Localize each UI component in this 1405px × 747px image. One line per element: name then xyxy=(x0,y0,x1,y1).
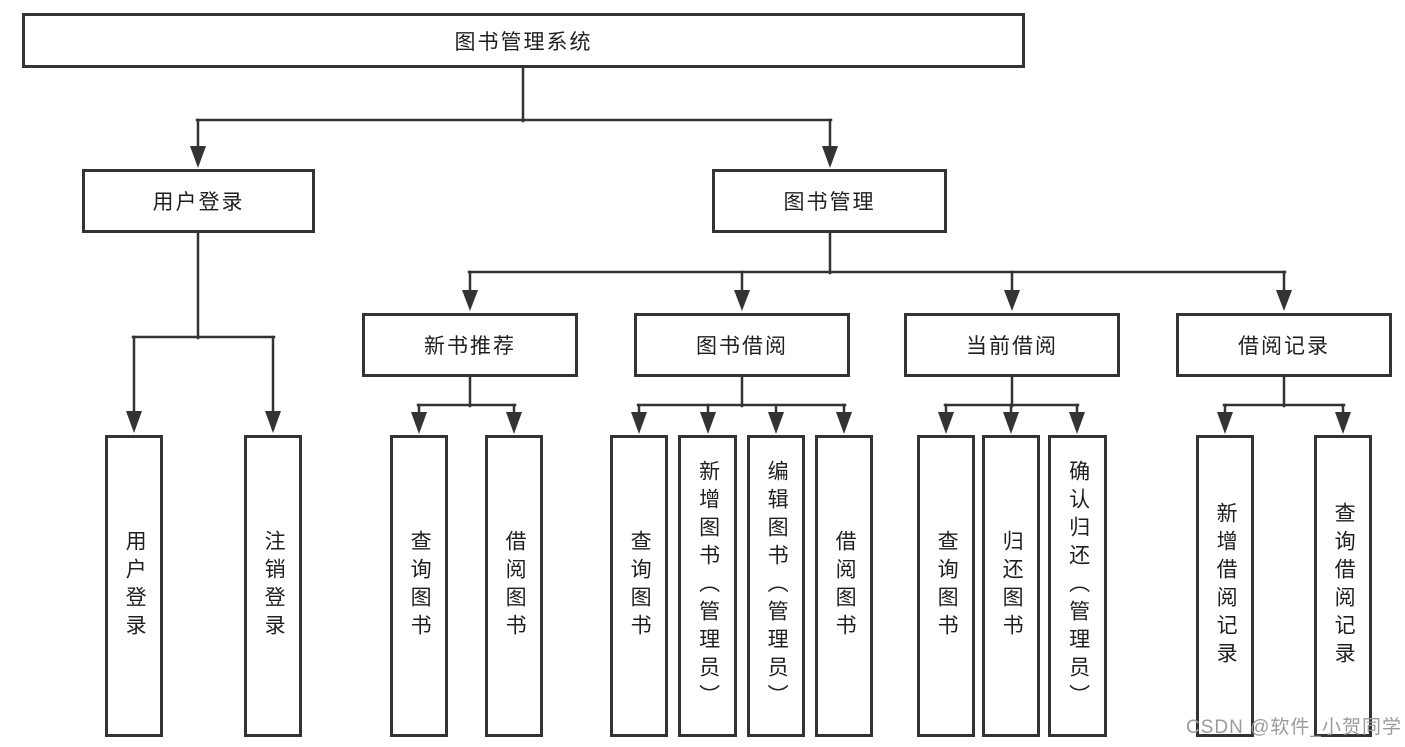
node-library-management-system: 图书管理系统 xyxy=(22,13,1025,68)
node-book-borrowing: 图书借阅 xyxy=(634,313,850,377)
leaf-records-query-borrow-record: 查询借阅记录 xyxy=(1314,435,1372,737)
leaf-user-login: 用户登录 xyxy=(105,435,163,737)
leaf-current-return-books: 归还图书 xyxy=(982,435,1040,737)
node-label: 图书管理系统 xyxy=(454,30,593,54)
node-label: 当前借阅 xyxy=(966,335,1058,358)
node-user-login: 用户登录 xyxy=(82,169,315,233)
node-label: 借阅图书 xyxy=(833,530,857,642)
arrowheads xyxy=(126,146,1351,434)
node-label: 注销登录 xyxy=(262,530,286,642)
node-label: 借阅记录 xyxy=(1238,335,1330,358)
leaf-current-confirm-return-admin: 确认归还（管理员） xyxy=(1048,435,1107,737)
node-label: 编辑图书（管理员） xyxy=(765,460,789,712)
leaf-borrowing-edit-books-admin: 编辑图书（管理员） xyxy=(747,435,805,737)
node-label: 借阅图书 xyxy=(503,530,527,642)
leaf-borrowing-borrow-books: 借阅图书 xyxy=(815,435,873,737)
node-current-borrowing: 当前借阅 xyxy=(904,313,1120,377)
node-label: 查询图书 xyxy=(408,530,432,642)
node-label: 新增借阅记录 xyxy=(1214,502,1238,670)
leaf-records-add-borrow-record: 新增借阅记录 xyxy=(1196,435,1254,737)
node-label: 查询借阅记录 xyxy=(1332,502,1356,670)
leaf-borrowing-query-books: 查询图书 xyxy=(610,435,668,737)
leaf-logout-login: 注销登录 xyxy=(244,435,302,737)
node-label: 用户登录 xyxy=(152,191,245,214)
node-label: 归还图书 xyxy=(1000,530,1024,642)
leaf-recommend-query-books: 查询图书 xyxy=(390,435,448,737)
leaf-borrowing-add-books-admin: 新增图书（管理员） xyxy=(678,435,737,737)
leaf-recommend-borrow-books: 借阅图书 xyxy=(485,435,543,737)
node-borrowing-records: 借阅记录 xyxy=(1176,313,1392,377)
node-label: 查询图书 xyxy=(628,530,652,642)
leaf-current-query-books: 查询图书 xyxy=(917,435,975,737)
node-label: 图书管理 xyxy=(783,191,876,214)
node-label: 新书推荐 xyxy=(424,335,516,358)
node-label: 确认归还（管理员） xyxy=(1066,460,1090,712)
node-label: 新增图书（管理员） xyxy=(696,460,720,712)
node-label: 查询图书 xyxy=(935,530,959,642)
node-label: 用户登录 xyxy=(123,530,147,642)
node-new-book-recommend: 新书推荐 xyxy=(362,313,578,377)
node-label: 图书借阅 xyxy=(696,335,788,358)
csdn-watermark: CSDN @软件_小贺同学 xyxy=(1186,717,1402,738)
node-book-management: 图书管理 xyxy=(712,169,947,233)
